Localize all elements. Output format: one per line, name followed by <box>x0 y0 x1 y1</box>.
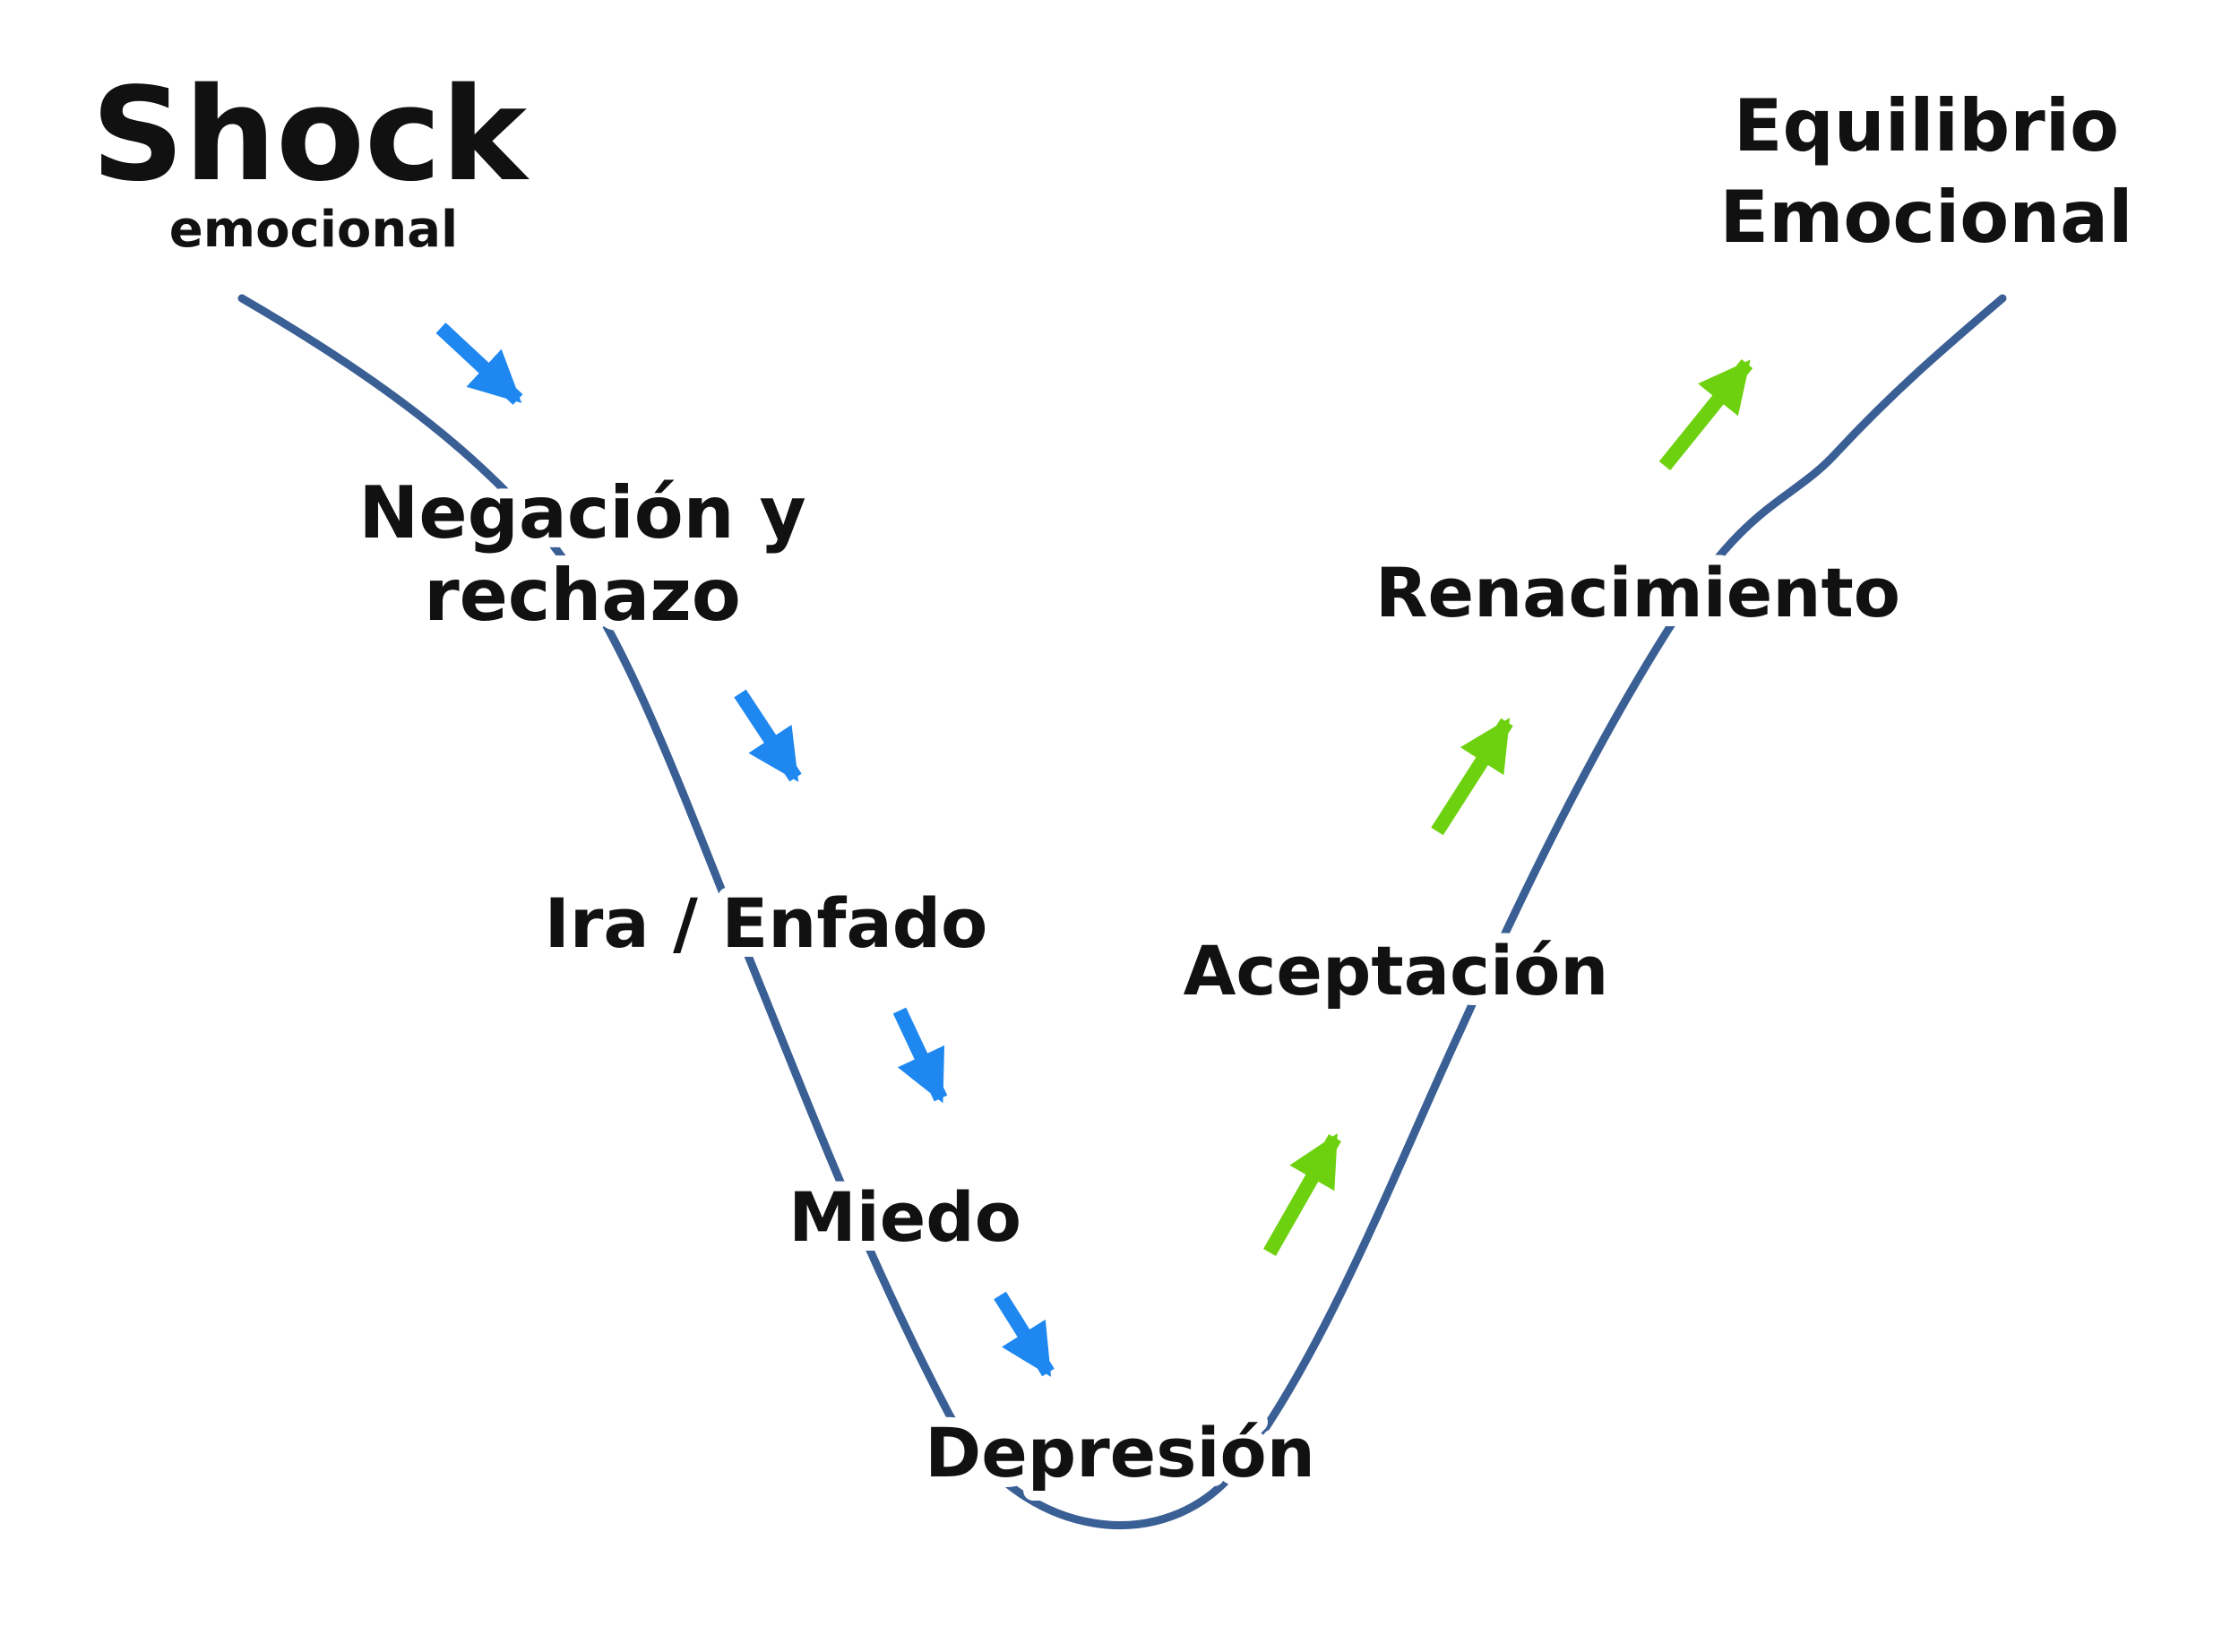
depresion-label: Depresión <box>925 1413 1315 1493</box>
negacion-label-line2: rechazo <box>424 554 741 637</box>
down-arrow-3-icon <box>892 1007 948 1104</box>
equilibrio-label-line1: Equilibrio <box>1734 84 2119 168</box>
down-arrow-4-icon <box>994 1291 1055 1377</box>
emotional-curve-line <box>237 294 2007 1529</box>
ira-label: Ira / Enfado <box>545 883 988 963</box>
up-arrow-1-icon <box>1263 1132 1341 1256</box>
negacion-label-line1: Negación y <box>358 471 805 555</box>
renacimiento-label: Renacimiento <box>1375 553 1900 632</box>
shock-subtitle: emocional <box>169 201 459 259</box>
down-arrow-1-icon <box>435 323 523 405</box>
miedo-label: Miedo <box>788 1177 1021 1257</box>
up-arrow-3-icon <box>1658 358 1753 471</box>
equilibrio-label-line2: Emocional <box>1719 176 2132 259</box>
aceptacion-label: Aceptación <box>1184 931 1609 1011</box>
up-arrow-2-icon <box>1431 718 1513 836</box>
down-arrow-2-icon <box>734 689 802 782</box>
shock-title: Shock <box>91 59 530 210</box>
